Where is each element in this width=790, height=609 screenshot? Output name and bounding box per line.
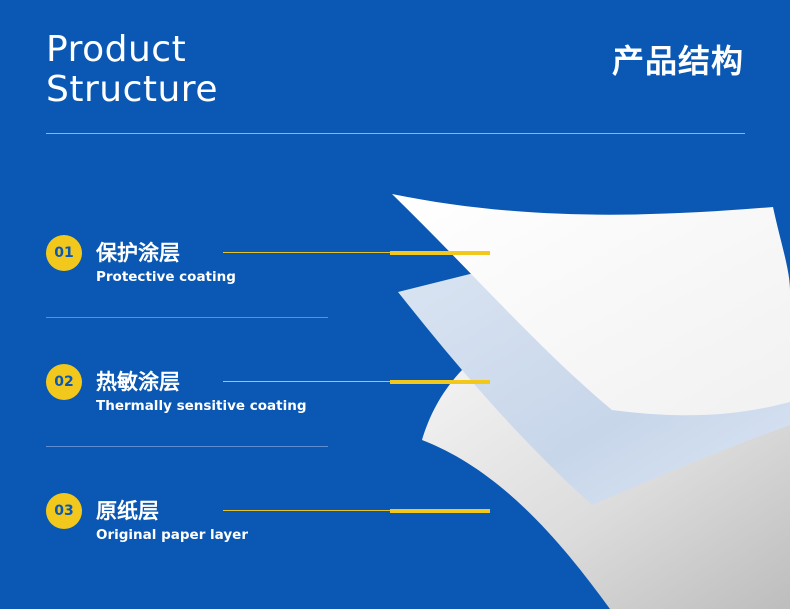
leader-line	[223, 510, 390, 511]
leader-line-accent	[390, 251, 490, 255]
header-divider	[46, 133, 745, 134]
layer-name-cn: 保护涂层	[96, 241, 180, 265]
layer-number-badge: 02	[46, 364, 82, 400]
layer-name-cn: 原纸层	[96, 499, 159, 523]
page-title-en: Product Structure	[46, 30, 218, 110]
item-divider	[46, 317, 328, 318]
layer-name-en: Protective coating	[96, 269, 236, 285]
layer-name-en: Thermally sensitive coating	[96, 398, 307, 414]
layer-item-base-paper: 03 原纸层 Original paper layer	[46, 493, 506, 553]
layer-item-protective: 01 保护涂层 Protective coating	[46, 235, 506, 295]
leader-line	[223, 381, 390, 382]
leader-line-accent	[390, 509, 490, 513]
layer-name-cn: 热敏涂层	[96, 370, 180, 394]
layer-number-badge: 01	[46, 235, 82, 271]
layer-number-badge: 03	[46, 493, 82, 529]
page-title-cn: 产品结构	[611, 42, 744, 80]
paper-layer-protective	[392, 194, 790, 416]
leader-line-accent	[390, 380, 490, 384]
leader-line	[223, 252, 390, 253]
item-divider	[46, 446, 328, 447]
title-en-line1: Product	[46, 29, 187, 70]
layer-item-thermal: 02 热敏涂层 Thermally sensitive coating	[46, 364, 506, 424]
title-en-line2: Structure	[46, 69, 218, 110]
layer-name-en: Original paper layer	[96, 527, 248, 543]
